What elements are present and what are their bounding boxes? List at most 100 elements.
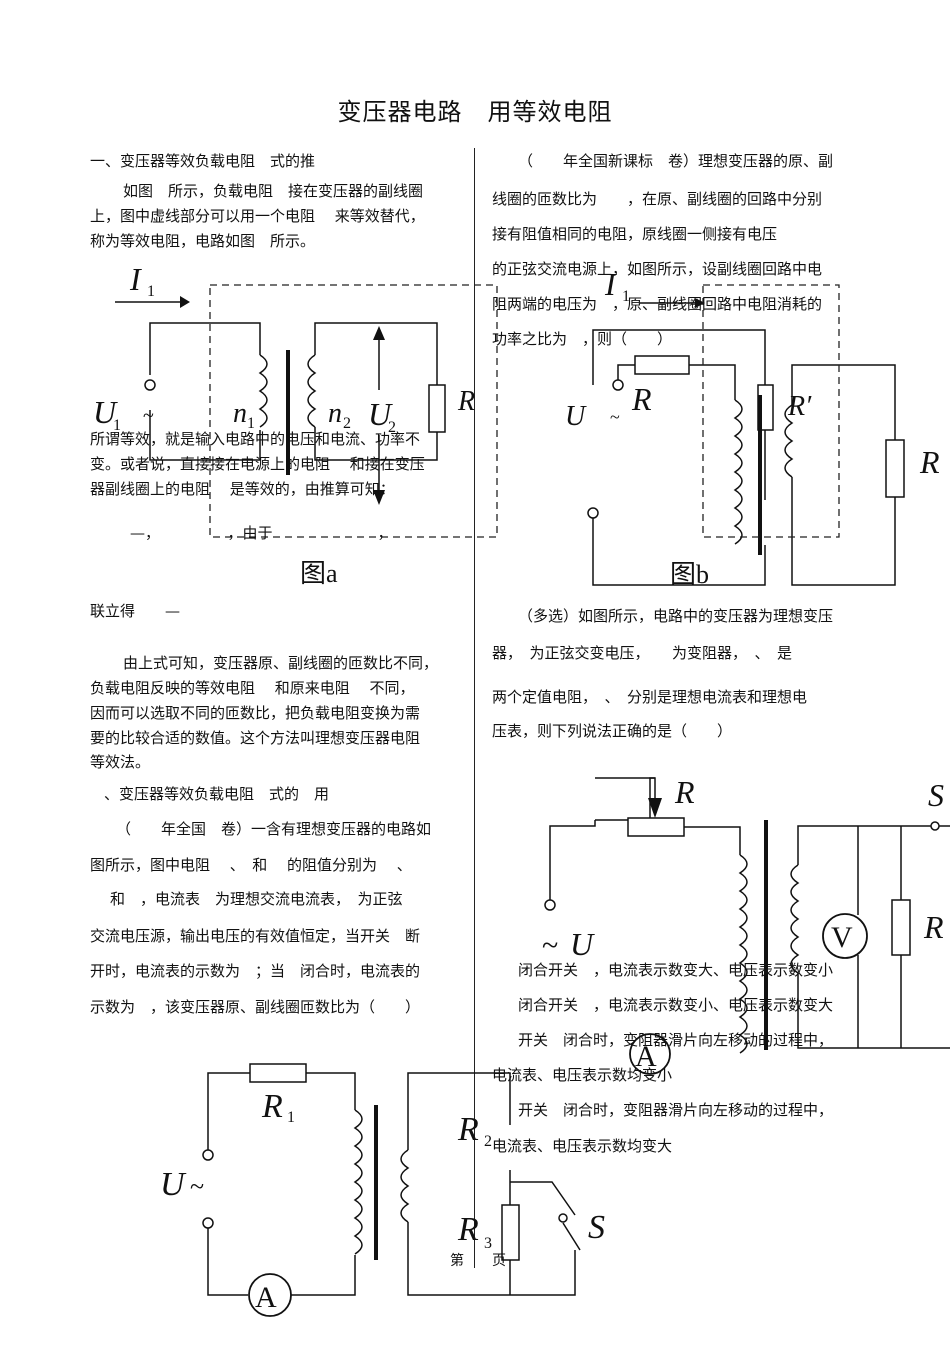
ammeter-label: A — [255, 1281, 277, 1314]
label-n2-sub: 2 — [343, 415, 351, 432]
voltmeter-label: V — [831, 921, 853, 954]
p3-line1: 由上式可知，变压器原、副线圈的匝数比不同， — [123, 654, 439, 672]
figure-q1-circuit: A R 1 R 2 R 3 S U ~ — [160, 1063, 605, 1317]
q3-line2: 器， 为正弦交变电压， 为变阻器， 、 是 — [492, 644, 793, 662]
rheostat-slider-arrow — [648, 798, 662, 818]
wire-b6 — [791, 364, 896, 440]
p2-line1: 所谓等效，就是输入电路中的电压和电流、功率不 — [90, 430, 421, 448]
lianli-line: 联立得 — — [90, 602, 181, 620]
q3-line4: 压表，则下列说法正确的是（ ） — [492, 722, 733, 740]
switch-S-terminal — [930, 821, 940, 831]
wire-q1-5 — [407, 1072, 511, 1150]
label-I1-sub: 1 — [147, 283, 155, 300]
equivalent-dashed-box — [209, 284, 498, 538]
terminal-b-top — [612, 379, 624, 391]
q3-line3: 两个定值电阻， 、 分别是理想电流表和理想电 — [492, 688, 808, 706]
switch-S-blade — [562, 1222, 581, 1251]
terminal-q1-top — [202, 1149, 214, 1161]
q1-line4: 交流电压源，输出电压的有效值恒定，当开关 断 — [90, 927, 421, 945]
q1-line2: 图所示，图中电阻 、 和 的阻值分别为 、 — [90, 856, 412, 874]
label-n1-sub: 1 — [247, 415, 255, 432]
ammeter-q3-label: A — [635, 1040, 657, 1073]
option-2: 闭合开关 ，电流表示数变小、电压表示数变大 — [518, 996, 834, 1014]
primary-wire-top — [149, 322, 261, 375]
wire-q3-2 — [684, 826, 741, 855]
label-U-q1: U — [160, 1166, 187, 1203]
secondary-coil — [307, 354, 317, 428]
switch-S-pivot — [558, 1213, 568, 1223]
p3-line3: 因而可以选取不同的匝数比，把负载电阻变换为需 — [90, 704, 421, 722]
primary-coil — [258, 354, 268, 428]
q1-line6: 示数为 ，该变压器原、副线圈匝数比为（ ） — [90, 998, 421, 1016]
option-3-cont: 电流表、电压表示数均变小 — [492, 1066, 673, 1084]
section2-heading: 、变压器等效负载电阻 式的 用 — [104, 785, 330, 803]
wire-b3 — [592, 329, 766, 385]
label-U-b: U — [565, 401, 587, 432]
secondary-wire-top — [314, 322, 438, 385]
q2-line2: 线圈的匝数比为 ，在原、副线圈的回路中分别 — [492, 190, 823, 208]
voltmeter — [822, 913, 868, 959]
p3-line5: 等效法。 — [90, 753, 151, 771]
terminal-q1-bottom — [202, 1217, 214, 1229]
wire-q3-1 — [549, 820, 596, 900]
label-U1-sub: 1 — [113, 417, 121, 434]
label-S-q3: S — [928, 777, 944, 813]
caption-fig-b: 图b — [670, 560, 709, 589]
terminal-top — [144, 379, 156, 391]
ac-symbol-q3: ~ — [542, 929, 558, 962]
q2-line4: 的正弦交流电源上，如图所示，设副线圈回路中电 — [492, 260, 823, 278]
q2-line6: 功率之比为 ，则（ ） — [492, 330, 673, 348]
q1-line1: （ 年全国 卷）一含有理想变压器的电路如 — [116, 820, 432, 838]
label-R2: R — [457, 1111, 479, 1148]
primary-wire-bottom — [149, 410, 261, 461]
q2-line1: （ 年全国新课标 卷）理想变压器的原、副 — [518, 152, 834, 170]
switch-S-wire — [510, 1181, 576, 1216]
p1-line2: 上，图中虚线部分可以用一个电阻 来等效替代， — [90, 207, 425, 225]
section1-heading: 一、变压器等效负载电阻 式的推 — [90, 152, 316, 170]
current-arrow-b-head — [695, 298, 705, 308]
p3-line4: 要的比较合适的数值。这个方法叫理想变压器电阻 — [90, 729, 421, 747]
wire-q3-4 — [797, 973, 950, 1049]
terminal-b-bottom — [587, 507, 599, 519]
wire-q1-2 — [306, 1072, 356, 1110]
ac-symbol-b: ~ — [610, 407, 620, 427]
label-R-b: R — [631, 381, 652, 417]
wire-q1-3 — [207, 1228, 248, 1296]
figure-b-circuit: I 1 R R′ R U ~ 图b — [565, 266, 940, 589]
option-4: 开关 闭合时，变阻器滑片向左移动的过程中， — [518, 1101, 834, 1119]
figure-a-circuit: I 1 ~ R U 1 n 1 n 2 U 2 图a — [93, 261, 498, 588]
label-R1: R — [261, 1088, 283, 1125]
label-R-b2: R — [919, 444, 940, 480]
option-1: 闭合开关 ，电流表示数变大、电压表示数变小 — [518, 961, 834, 979]
page-title: 变压器电路 用等效电阻 — [337, 98, 613, 126]
resistor-R1 — [249, 1063, 307, 1083]
formula-line: —， ，由于 ， — [130, 524, 393, 542]
resistor-R-b-primary — [634, 355, 690, 375]
label-R3: R — [457, 1211, 479, 1248]
option-4-cont: 电流表、电压表示数均变大 — [492, 1137, 673, 1155]
label-R-prime: R′ — [787, 391, 812, 422]
q2-line3: 接有阻值相同的电阻，原线圈一侧接有电压 — [492, 225, 778, 243]
wire-b7 — [791, 477, 896, 586]
q1-line3: 和 ，电流表 为理想交流电流表， 为正弦 — [110, 890, 403, 908]
q1-line5: 开时，电流表的示数为 ；当 闭合时，电流表的 — [90, 962, 421, 980]
label-I1-b-sub: 1 — [622, 288, 630, 305]
slider-wire-2 — [595, 777, 656, 798]
label-S: S — [588, 1209, 605, 1246]
wire-b2 — [689, 364, 736, 400]
label-R1-sub: 1 — [287, 1109, 295, 1126]
wire-q1-4 — [291, 1255, 356, 1296]
label-R3-sub: 3 — [484, 1235, 492, 1252]
p2-line2: 变。或者说，直接接在电源上的电阻 和接在变压 — [90, 455, 425, 473]
p1-line3: 称为等效电阻，电路如图 所示。 — [90, 232, 316, 250]
wire-q1-6 — [407, 1222, 576, 1296]
q2-line5: 阻两端的电压为 ，原、副线圈回路中电阻消耗的 — [492, 295, 823, 313]
label-n2: n — [328, 398, 342, 429]
resistor-R — [428, 384, 446, 433]
current-arrow-head — [180, 296, 190, 308]
u2-arrow-down-head — [373, 490, 385, 505]
primary-coil-q1 — [353, 1109, 363, 1255]
label-R-q3: R — [923, 909, 944, 945]
label-U2-sub: 2 — [388, 419, 396, 436]
ammeter-q3 — [629, 1033, 671, 1075]
